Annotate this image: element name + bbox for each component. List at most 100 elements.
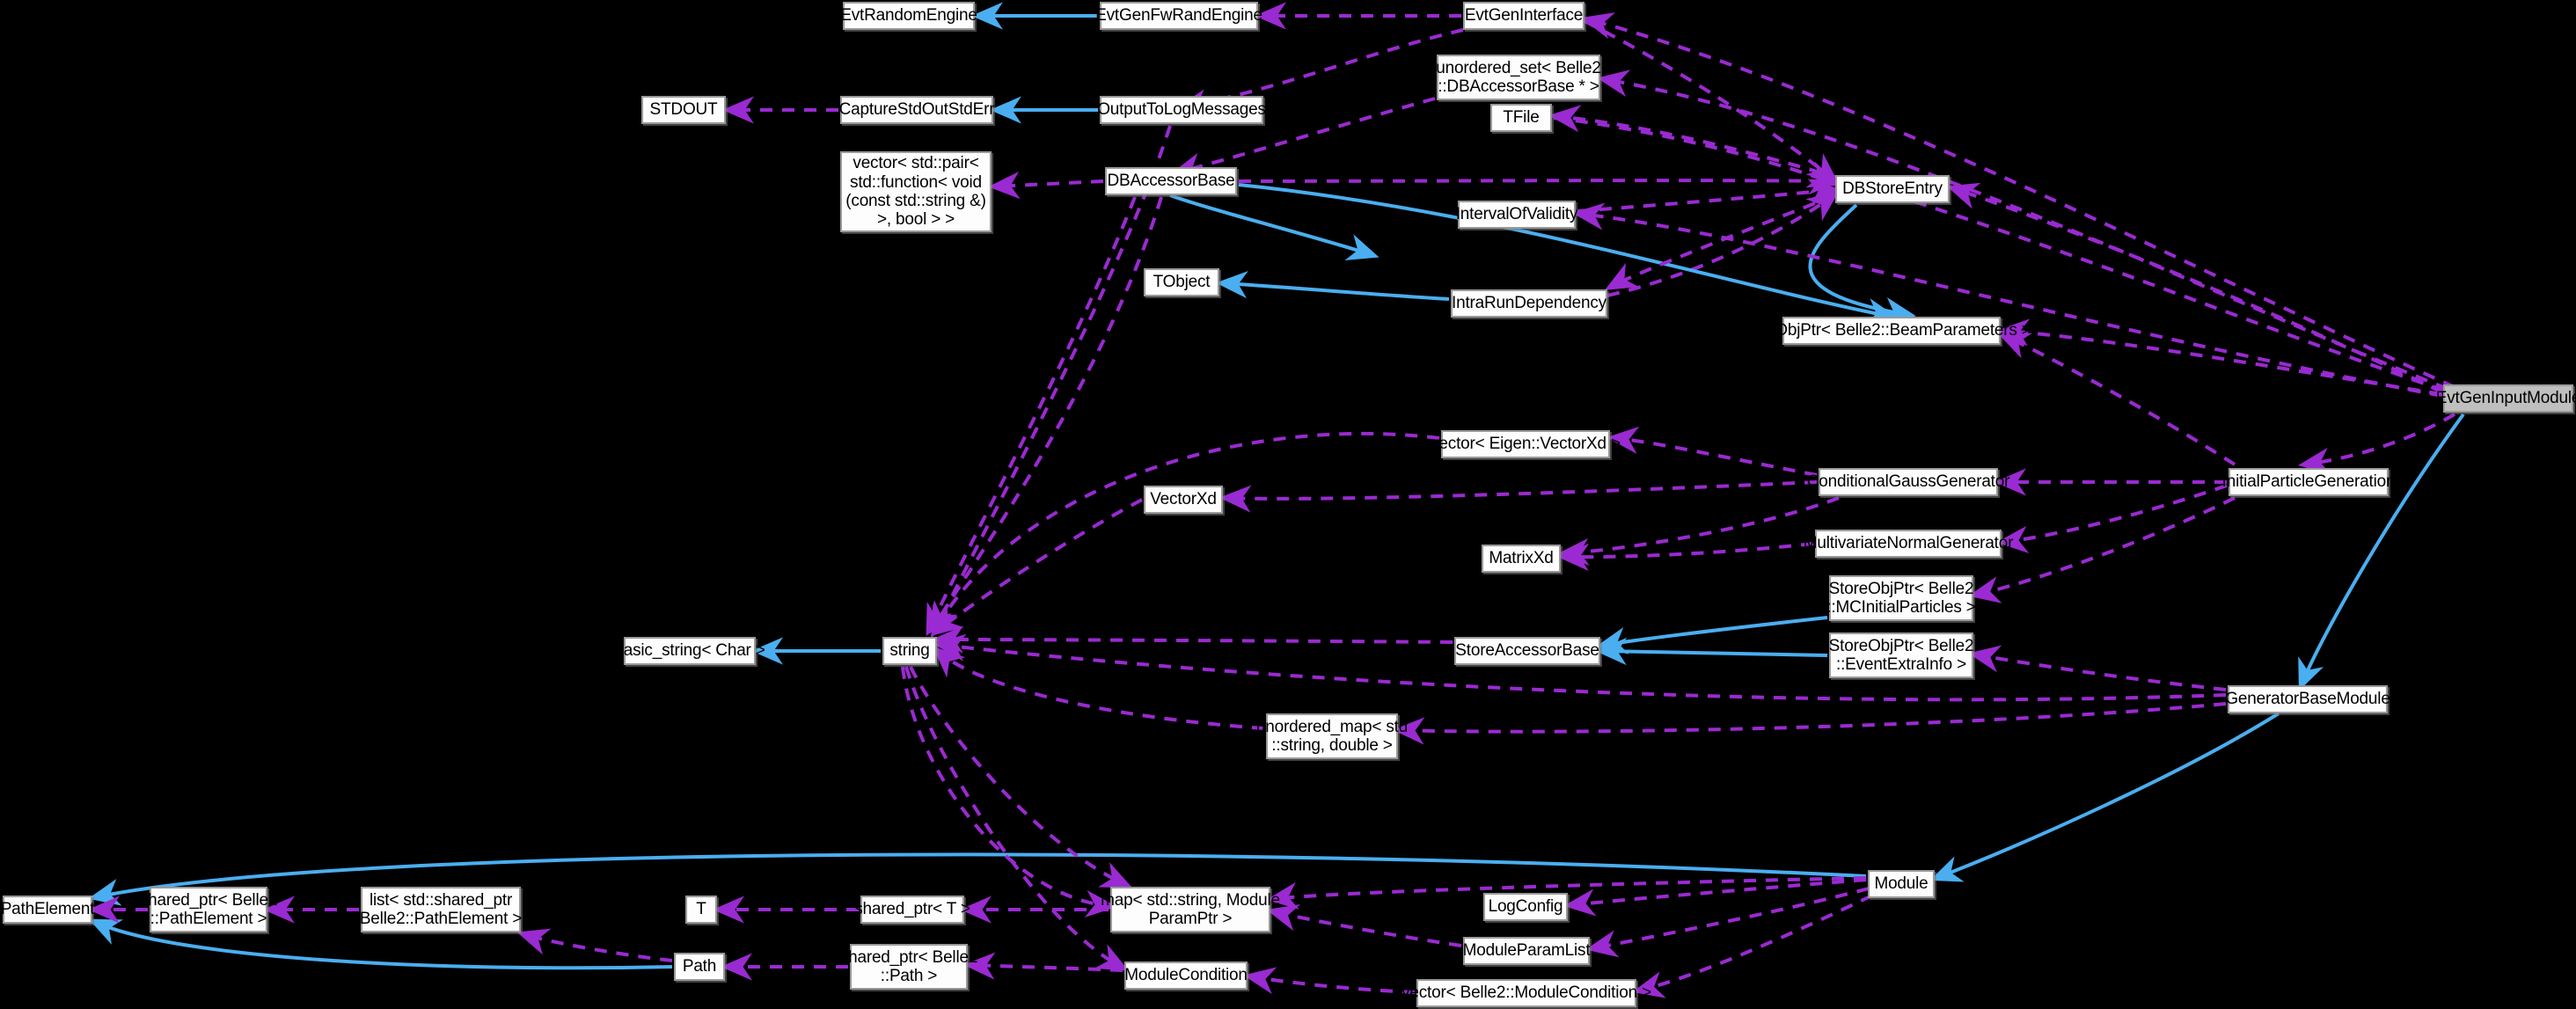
class-node-label: map< std::string, Module ParamPtr >: [1101, 890, 1280, 928]
class-node-list_shared_ptr_PathElement[interactable]: list< std::shared_ptr < Belle2::PathElem…: [346, 887, 536, 932]
class-node-label: Path: [682, 957, 717, 976]
class-node-MultivariateNormalGenerator[interactable]: MultivariateNormalGenerator: [1804, 530, 2013, 558]
class-node-label: MatrixXd: [1489, 549, 1554, 568]
class-node-label: LogConfig: [1488, 897, 1563, 917]
class-node-InitialParticleGeneration[interactable]: InitialParticleGeneration: [2222, 468, 2396, 496]
edge-usage: [1632, 894, 1873, 998]
class-node-CaptureStdOutStdErr[interactable]: CaptureStdOutStdErr: [838, 96, 995, 124]
class-node-label: ModuleCondition: [1124, 966, 1248, 985]
class-node-label: DBStoreEntry: [1842, 179, 1943, 199]
edge-usage: [1584, 19, 1840, 185]
class-node-basic_string_Char[interactable]: basic_string< Char >: [614, 637, 765, 665]
edge-usage: [1557, 542, 1814, 572]
class-node-label: CaptureStdOutStdErr: [838, 100, 995, 120]
class-node-label: list< std::shared_ptr < Belle2::PathElem…: [345, 890, 537, 928]
class-node-GeneratorBaseModule[interactable]: GeneratorBaseModule: [2225, 685, 2390, 713]
edge-usage: [1548, 105, 2445, 392]
class-node-ModuleCondition[interactable]: ModuleCondition: [1124, 961, 1248, 990]
edge-usage: [1243, 967, 1416, 995]
class-node-EvtGenInterface[interactable]: EvtGenInterface: [1463, 2, 1584, 30]
class-node-label: Module: [1874, 874, 1928, 894]
edge-usage: [901, 666, 1117, 918]
class-node-label: shared_ptr< Belle2 ::PathElement >: [139, 890, 278, 928]
class-node-vector_pair_function[interactable]: vector< std::pair< std::function< void (…: [840, 151, 992, 232]
class-node-map_string_ModuleParamPtr[interactable]: map< std::string, Module ParamPtr >: [1101, 887, 1280, 932]
edge-usage: [1968, 496, 2236, 603]
class-node-shared_ptr_PathElement[interactable]: shared_ptr< Belle2 ::PathElement >: [140, 887, 277, 932]
edge-usage: [926, 196, 1137, 637]
edge-usage: [1563, 878, 1867, 917]
class-node-label: unordered_set< Belle2 ::DBAccessorBase *…: [1436, 58, 1601, 96]
class-node-EvtGenInputModule[interactable]: EvtGenInputModule: [2436, 384, 2576, 413]
class-node-IntraRunDependency[interactable]: IntraRunDependency: [1451, 289, 1607, 318]
class-node-label: shared_ptr< Belle2 ::Path >: [839, 947, 978, 985]
class-node-LogConfig[interactable]: LogConfig: [1483, 893, 1568, 921]
edge-inherit: [1169, 194, 1379, 260]
class-node-shared_ptr_Path[interactable]: shared_ptr< Belle2 ::Path >: [840, 944, 977, 990]
edge-usage: [988, 172, 1104, 200]
class-node-label: vector< std::pair< std::function< void (…: [845, 154, 986, 230]
edge-inherit: [1216, 271, 1450, 301]
class-node-STDOUT[interactable]: STDOUT: [641, 96, 726, 124]
class-node-unordered_map_string_double[interactable]: unordered_map< std ::string, double >: [1256, 713, 1408, 759]
class-node-ModuleParamList[interactable]: ModuleParamList: [1462, 937, 1591, 965]
class-node-StoreAccessorBase[interactable]: StoreAccessorBase: [1454, 637, 1600, 665]
class-node-shared_ptr_T[interactable]: shared_ptr< T >: [854, 896, 970, 924]
edge-inherit: [1808, 203, 1916, 325]
edge-usage: [1393, 702, 2227, 745]
edge-usage: [1581, 12, 2455, 389]
class-node-DBStoreEntry[interactable]: DBStoreEntry: [1835, 175, 1950, 203]
class-node-label: DBAccessorBase: [1107, 172, 1235, 191]
class-node-label: ConditionalGaussGenerator: [1806, 472, 2010, 492]
edge-usage: [1997, 333, 2236, 466]
edge-usage: [932, 625, 1453, 654]
class-node-label: unordered_map< std ::string, double >: [1255, 717, 1409, 755]
class-node-Path[interactable]: Path: [674, 953, 725, 981]
class-node-label: EvtGenInputModule: [2435, 389, 2576, 408]
edge-inherit: [88, 918, 673, 970]
edge-usage: [933, 633, 2227, 702]
class-node-EvtGenFwRandEngine[interactable]: EvtGenFwRandEngine: [1095, 2, 1262, 30]
class-node-ConditionalGaussGenerator[interactable]: ConditionalGaussGenerator: [1807, 468, 2009, 496]
class-node-vector_ModuleCondition[interactable]: vector< Belle2::ModuleCondition >: [1401, 979, 1651, 1007]
class-node-label: MultivariateNormalGenerator: [1803, 534, 2014, 553]
class-node-label: EvtGenInterface: [1464, 6, 1584, 26]
edge-inherit: [88, 852, 1867, 906]
class-node-label: EvtRandomEngine: [840, 6, 977, 26]
class-node-Module[interactable]: Module: [1868, 870, 1935, 898]
class-node-label: IntervalOfValidity: [1455, 205, 1578, 224]
class-node-StoreObjPtr_EventExtraInfo[interactable]: StoreObjPtr< Belle2 ::EventExtraInfo >: [1829, 632, 1974, 678]
edge-usage: [1604, 194, 1836, 290]
edge-usage: [1238, 167, 1841, 195]
edge-inherit: [2298, 413, 2465, 691]
class-node-label: shared_ptr< T >: [854, 900, 970, 919]
edge-usage: [1557, 496, 1840, 567]
class-node-VectorXd[interactable]: VectorXd: [1144, 486, 1223, 514]
class-node-label: StoreObjPtr< Belle2 ::MCInitialParticles…: [1826, 579, 1976, 617]
class-node-StoreObjPtr_MCInitialParticles[interactable]: StoreObjPtr< Belle2 ::MCInitialParticles…: [1826, 575, 1976, 621]
class-node-DBAccessorBase[interactable]: DBAccessorBase: [1105, 167, 1237, 195]
class-node-label: T: [696, 900, 706, 919]
edge-usage: [930, 498, 1143, 636]
class-node-label: ModuleParamList: [1462, 941, 1591, 961]
class-node-MatrixXd[interactable]: MatrixXd: [1482, 545, 1561, 573]
class-node-T[interactable]: T: [685, 896, 717, 924]
edge-usage: [1968, 645, 2227, 691]
class-node-label: string: [889, 641, 930, 661]
class-node-TFile[interactable]: TFile: [1490, 104, 1552, 132]
edge-usage: [1606, 426, 1818, 477]
class-node-label: VectorXd: [1150, 490, 1217, 509]
class-node-label: GeneratorBaseModule: [2225, 690, 2390, 709]
class-node-IntervalOfValidity[interactable]: IntervalOfValidity: [1455, 201, 1578, 229]
class-node-OutputToLogMessages[interactable]: OutputToLogMessages: [1097, 96, 1266, 124]
class-node-string[interactable]: string: [882, 637, 937, 665]
class-node-label: vector< Eigen::VectorXd >: [1431, 435, 1621, 454]
edge-usage: [904, 666, 1130, 971]
class-node-EvtRandomEngine[interactable]: EvtRandomEngine: [840, 2, 977, 30]
class-node-vector_Eigen_VectorXd[interactable]: vector< Eigen::VectorXd >: [1431, 430, 1621, 458]
class-node-TObject[interactable]: TObject: [1144, 268, 1219, 296]
class-node-PathElement[interactable]: PathElement: [1, 896, 94, 924]
class-node-unordered_set_DBAccessorBase[interactable]: unordered_set< Belle2 ::DBAccessorBase *…: [1436, 55, 1601, 100]
class-node-DBObjPtr_BeamParameters[interactable]: DBObjPtr< Belle2::BeamParameters >: [1752, 317, 2031, 345]
